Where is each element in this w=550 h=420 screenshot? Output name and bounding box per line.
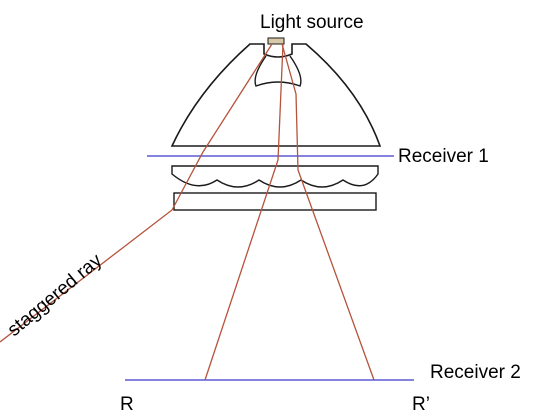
reflector-housing [170, 43, 382, 147]
inner-lens [254, 55, 302, 87]
staggered-ray-label: staggered ray [4, 250, 107, 341]
light-source-label: Light source [260, 12, 364, 33]
glass-plate [173, 192, 377, 211]
staggered-ray [0, 43, 273, 343]
light-source-chip [267, 37, 285, 45]
receiver-2-label: Receiver 2 [430, 362, 521, 383]
microlens-array [171, 165, 379, 188]
point-r-prime-label: R’ [412, 394, 430, 415]
point-r-label: R [120, 394, 134, 415]
ray-to-r [204, 43, 284, 381]
ray-to-r-prime [281, 43, 375, 381]
receiver-1-label: Receiver 1 [398, 146, 489, 167]
